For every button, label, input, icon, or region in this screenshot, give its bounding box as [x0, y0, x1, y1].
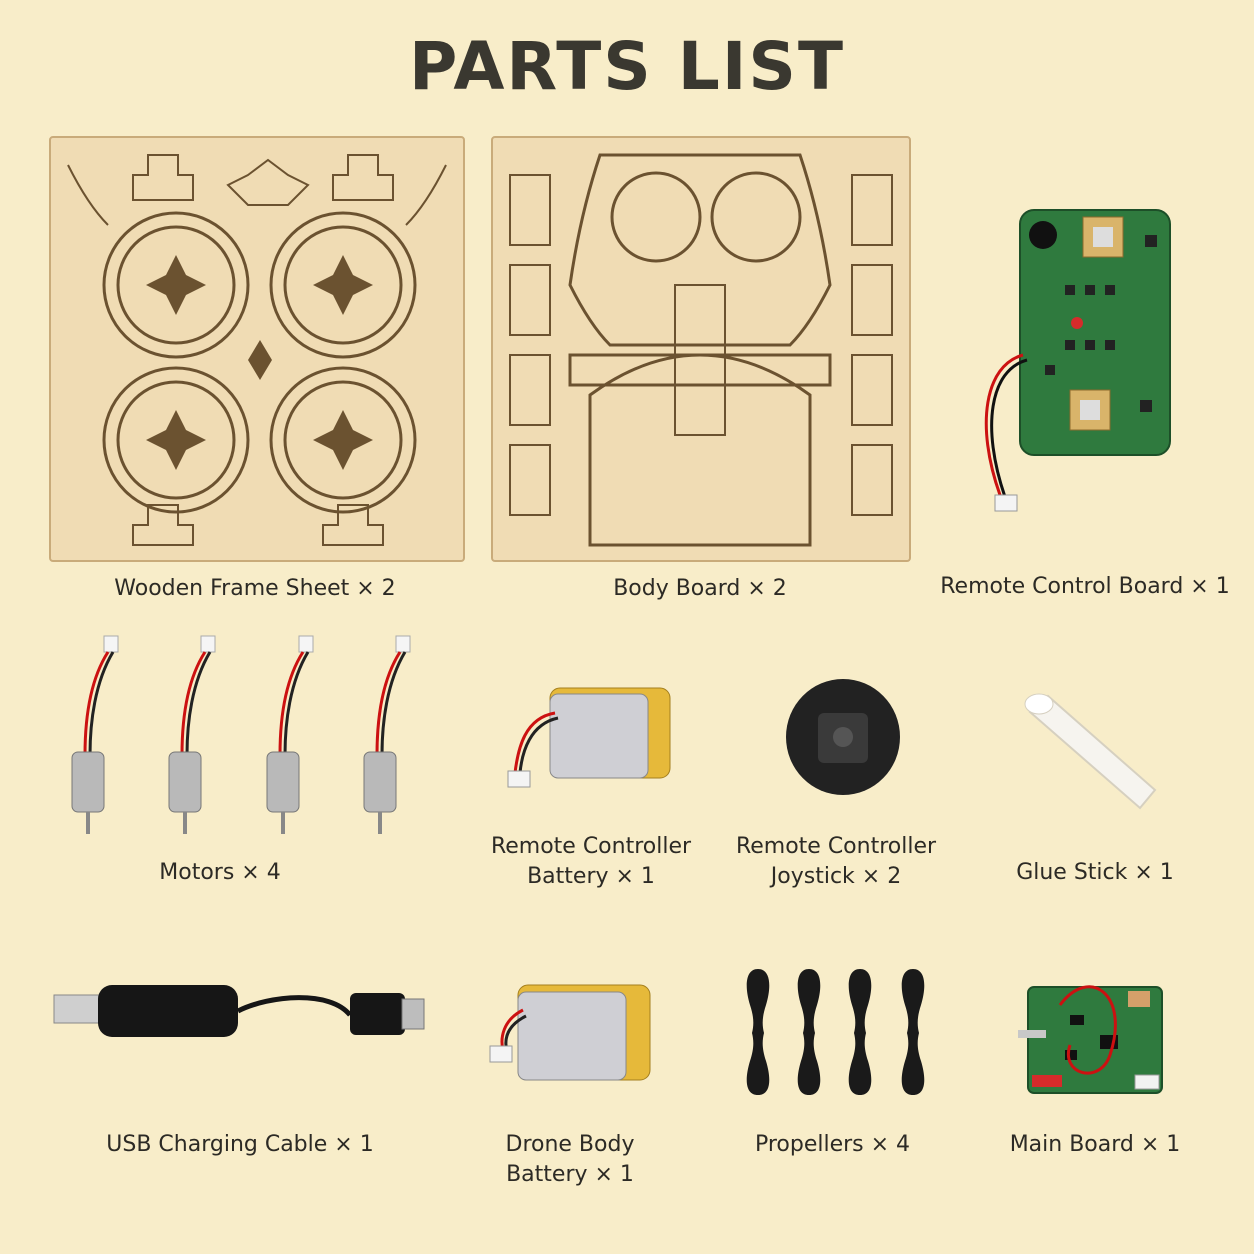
remote-control-board-label: Remote Control Board × 1 [940, 574, 1230, 599]
usb-charging-cable-label: USB Charging Cable × 1 [106, 1132, 374, 1157]
main-board-image [1018, 985, 1163, 1094]
propellers-image [746, 969, 925, 1095]
remote-controller-joystick-label: Remote Controller Joystick × 2 [735, 834, 937, 889]
main-board-label: Main Board × 1 [1009, 1132, 1181, 1157]
body-board-label: Body Board × 2 [613, 576, 787, 601]
remote-controller-joystick-image [786, 679, 900, 795]
remote-controller-battery-label: Remote Controller Battery × 1 [490, 834, 692, 889]
motors-label: Motors × 4 [159, 860, 281, 885]
glue-stick-label: Glue Stick × 1 [1016, 860, 1174, 885]
drone-body-battery-label: Drone Body Battery × 1 [505, 1132, 635, 1187]
usb-charging-cable-image [53, 985, 425, 1037]
remote-controller-battery-image [507, 687, 671, 788]
page-title: PARTS LIST [409, 28, 845, 105]
motors-image [71, 634, 412, 836]
body-board-image [491, 136, 911, 562]
wooden-frame-sheet-image [49, 136, 465, 562]
wooden-frame-sheet-label: Wooden Frame Sheet × 2 [114, 576, 396, 601]
glue-stick-image [1024, 693, 1157, 810]
drone-body-battery-image [489, 984, 651, 1081]
propellers-label: Propellers × 4 [754, 1132, 911, 1157]
remote-control-board-image [984, 209, 1171, 512]
